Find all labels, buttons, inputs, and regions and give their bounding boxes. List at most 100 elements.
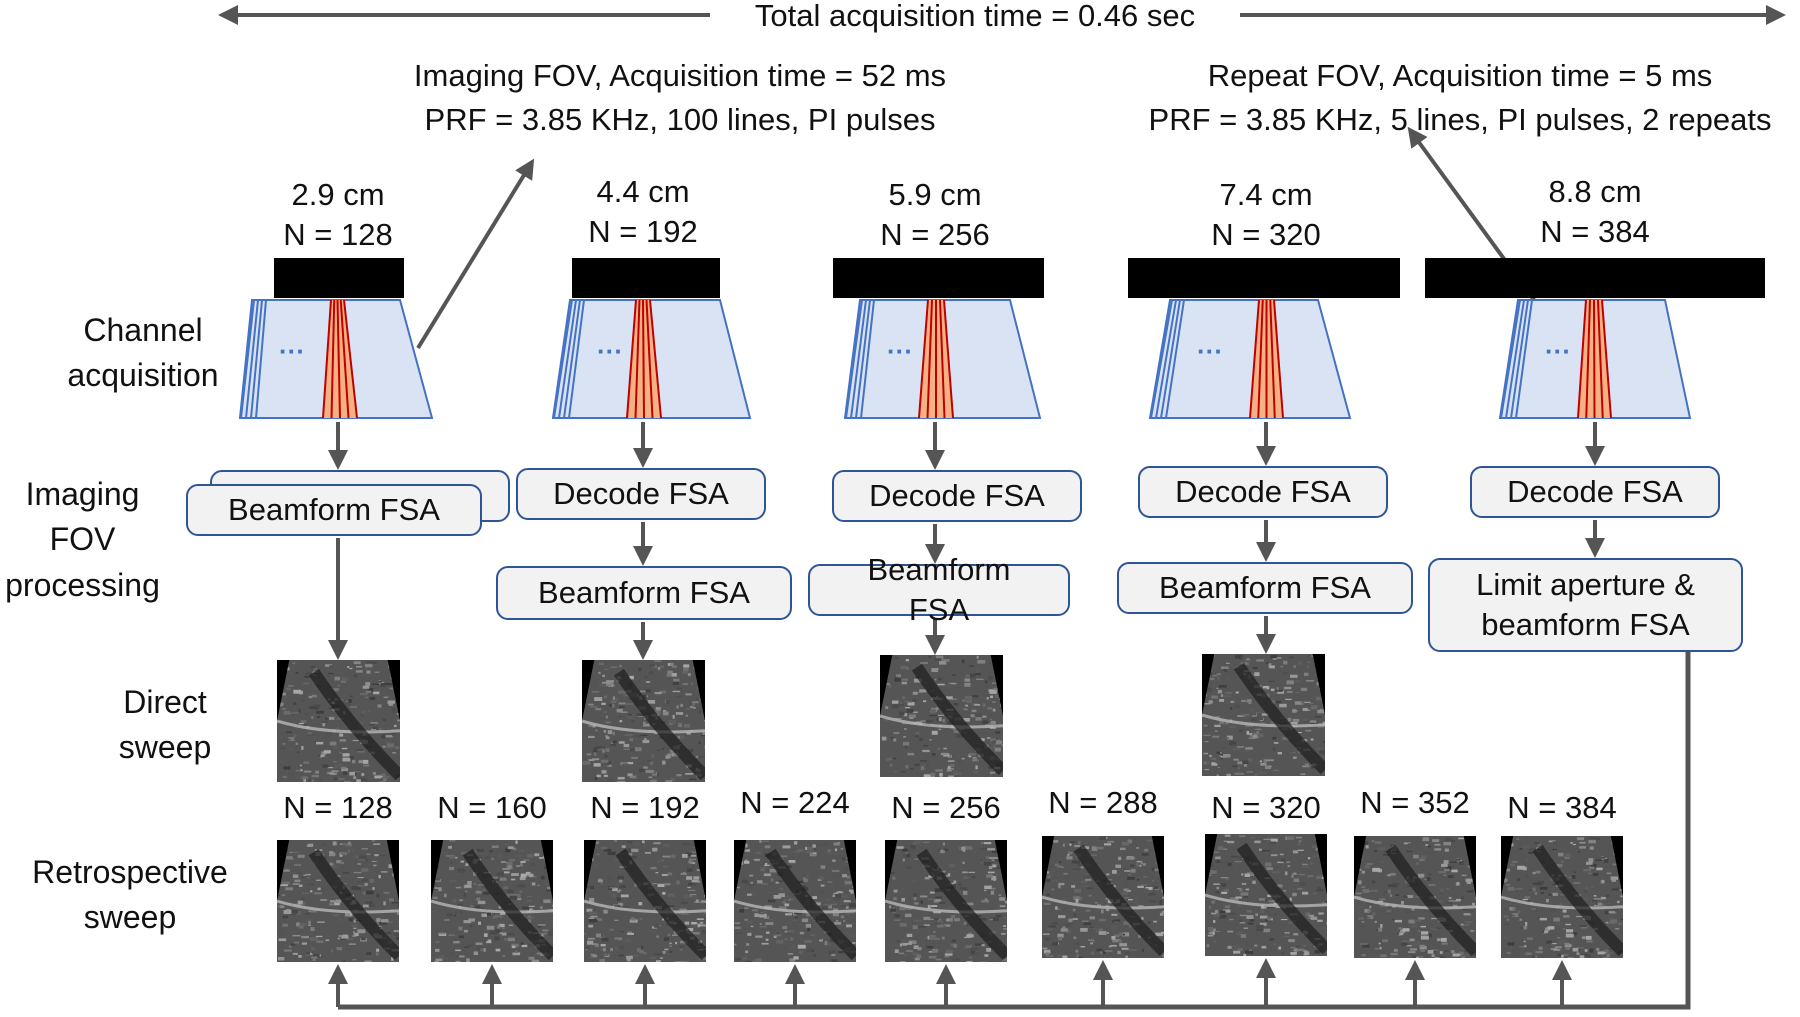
speckle [744,859,748,862]
repeat-note-line2: PRF = 3.85 KHz, 5 lines, PI pulses, 2 re… [1148,101,1772,137]
speckle [552,899,553,904]
speckle [744,918,748,921]
speckle [905,659,909,662]
speckle [1306,680,1314,682]
speckle [587,940,594,945]
speckle [1507,886,1514,891]
speckle [757,957,761,959]
speckle [908,714,916,718]
speckle [1276,700,1282,704]
speckle [1249,919,1255,922]
speckle [961,659,965,664]
speckle [661,747,664,750]
speckle [920,720,926,723]
speckle [521,944,528,948]
speckle [931,730,938,735]
speckle [329,773,337,775]
speckle [917,947,922,951]
speckle [311,893,318,896]
speckle [1512,913,1519,917]
retro-channel-label: N = 384 [1507,790,1617,825]
speckle [1426,933,1432,938]
speckle [1237,903,1241,907]
speckle [686,876,693,880]
speckle [745,849,750,852]
dark-band [613,668,705,781]
speckle [1596,948,1600,951]
speckle [912,925,918,930]
speckle [1247,922,1254,925]
beamform-fsa-box: Beamform FSA [1117,562,1413,614]
speckle [1593,898,1602,900]
speckle [1074,844,1081,848]
speckle [1506,884,1511,886]
speckle [1525,875,1529,878]
speckle [805,924,811,928]
speckle [1119,943,1128,947]
speckle [1272,658,1277,660]
speckle [369,696,376,700]
speckle [347,666,350,668]
speckle [1599,952,1606,954]
speckle [683,724,691,728]
speckle [1582,953,1589,957]
speckle [371,840,376,842]
speckle [591,954,598,958]
speckle [1052,942,1058,946]
speckle [913,896,917,901]
speckle [691,879,699,883]
speckle [463,929,468,933]
speckle [1552,841,1558,846]
speckle [1594,904,1600,906]
speckle [1316,875,1322,880]
speckle [1246,658,1250,660]
speckle [1383,853,1391,856]
speckle [1532,887,1536,892]
retro-sweep-image [1042,836,1164,958]
speckle [840,848,844,850]
speckle [846,924,852,928]
speckle [516,865,520,867]
speckle [915,772,922,775]
speckle [1465,921,1473,923]
speckle [1077,862,1084,867]
speckle [622,906,629,908]
speckle [517,884,525,888]
speckle [502,927,505,930]
speckle [1095,930,1099,932]
retro-channel-label: N = 192 [590,790,700,825]
speckle [745,950,749,953]
speckle [782,900,785,904]
speckle [631,848,639,853]
speckle [922,749,930,753]
speckle [505,861,513,865]
speckle [449,879,456,883]
speckle [279,702,283,707]
speckle [361,937,366,941]
speckle [491,845,499,848]
speckle [492,915,498,919]
speckle [1310,721,1318,725]
speckle [901,898,905,902]
speckle [746,960,753,962]
speckle [1054,863,1059,867]
speckle [618,715,622,718]
speckle [681,901,689,905]
speckle [1584,889,1588,893]
speckle [1062,955,1068,958]
speckle [385,735,394,738]
speckle [1239,914,1247,917]
speckle [1399,932,1404,936]
speckle [1434,843,1441,846]
speckle [1441,942,1448,945]
speckle [353,930,356,935]
speckle [536,952,541,955]
speckle [605,748,610,752]
speckle [361,710,366,714]
speckle [998,894,1002,896]
speckle [1113,934,1120,938]
speckle [606,760,611,764]
speckle [612,696,615,700]
